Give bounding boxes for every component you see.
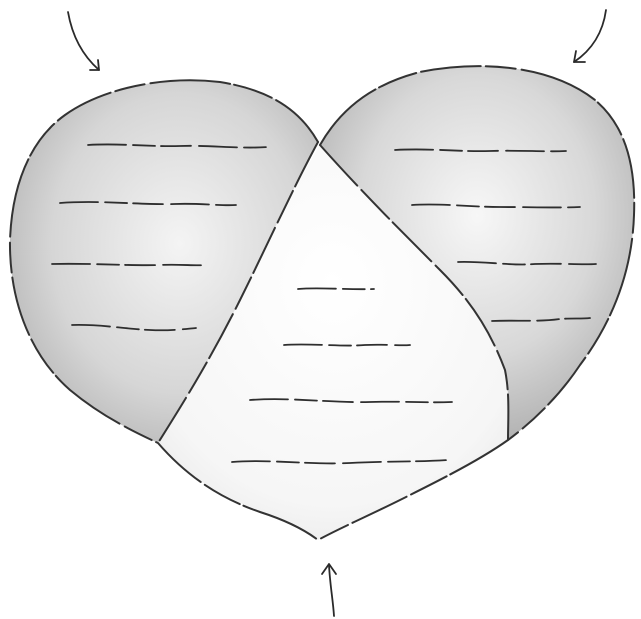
arrow-top-right-shaft — [574, 10, 606, 62]
arrow-bottom-shaft — [329, 565, 334, 616]
arrow-top-right — [574, 10, 606, 62]
arrow-top-left — [68, 12, 99, 70]
arrow-top-left-shaft — [68, 12, 99, 70]
arrow-bottom — [322, 564, 336, 616]
bottom-lobe-line-1 — [298, 288, 374, 289]
